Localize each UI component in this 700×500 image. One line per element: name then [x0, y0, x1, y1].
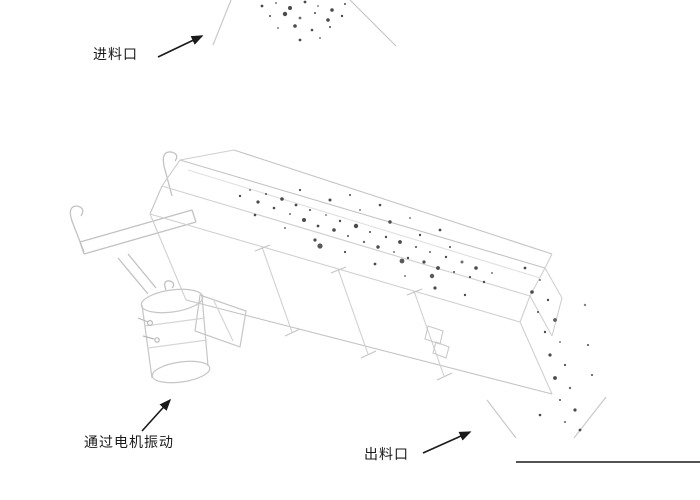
vibration-motor [137, 280, 247, 384]
inlet-hopper [212, 0, 397, 47]
trough-material-particles [238, 188, 493, 297]
label-motor-vibration: 通过电机振动 [84, 434, 174, 450]
arrow-discharge-outlet [422, 431, 472, 454]
hanger-hooks [69, 151, 197, 295]
arrow-feed-inlet [157, 35, 204, 58]
label-discharge-outlet: 出料口 [364, 446, 409, 462]
discharge-chute [486, 396, 607, 439]
arrow-motor-vibration [141, 398, 172, 432]
discharge-material-particles [523, 266, 593, 432]
feeder-trough [149, 149, 563, 395]
inlet-material-particles [260, 0, 346, 42]
label-feed-inlet: 进料口 [93, 46, 138, 62]
